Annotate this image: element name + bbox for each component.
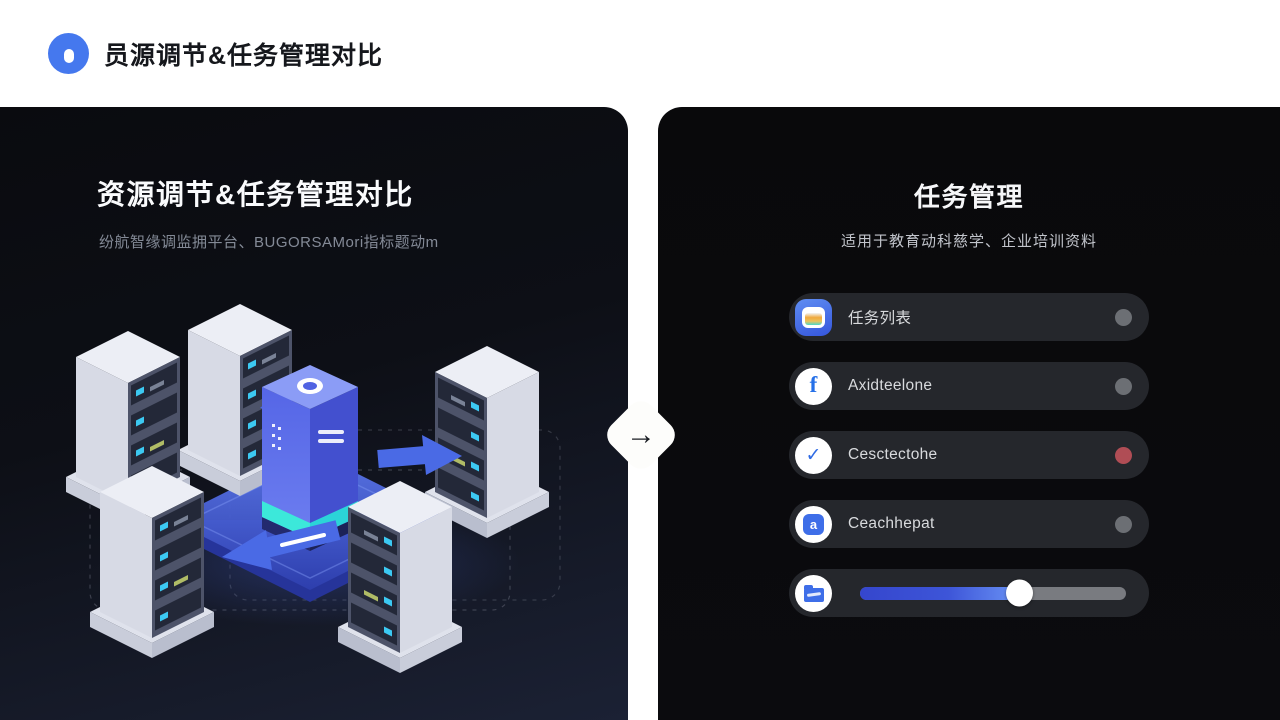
- blue-dot-badge-icon: [48, 33, 89, 74]
- folder-icon: [795, 574, 832, 612]
- facebook-icon: f: [795, 367, 832, 405]
- document-icon: a: [795, 505, 832, 543]
- status-dot-active[interactable]: [1115, 446, 1132, 464]
- list-item-task-list[interactable]: 任务列表: [789, 293, 1149, 341]
- right-panel: 任务管理 适用于教育动科慈学、企业培训资料 任务列表 f Axidteelone…: [658, 107, 1280, 720]
- slider-track[interactable]: [860, 579, 1126, 607]
- list-item-label: Axidteelone: [848, 377, 933, 394]
- right-panel-title: 任务管理: [913, 182, 1024, 212]
- list-item-label: 任务列表: [848, 310, 912, 327]
- status-dot[interactable]: [1115, 515, 1132, 533]
- list-item-axidteelone[interactable]: f Axidteelone: [789, 362, 1149, 410]
- list-item-ceachhepat[interactable]: a Ceachhepat: [789, 500, 1149, 548]
- page-title: 员源调节&任务管理对比: [104, 41, 384, 70]
- check-circle-icon: ✓: [795, 436, 832, 474]
- right-panel-subtitle: 适用于教育动科慈学、企业培训资料: [840, 233, 1097, 250]
- task-app-icon: [795, 298, 832, 336]
- status-dot[interactable]: [1115, 377, 1132, 395]
- feature-list: 任务列表 f Axidteelone ✓ Cesctectohe a: [789, 293, 1149, 617]
- slider-fill: [860, 579, 1033, 607]
- right-arrow-icon: →: [626, 418, 656, 451]
- list-item-slider[interactable]: [789, 569, 1149, 617]
- server-cluster-illustration: [66, 304, 561, 673]
- slide-header: 员源调节&任务管理对比: [0, 0, 1280, 107]
- list-item-label: Cesctectohe: [848, 446, 938, 463]
- left-panel-title: 资源调节&任务管理对比: [97, 179, 414, 210]
- list-item-cesctectohe[interactable]: ✓ Cesctectohe: [789, 431, 1149, 479]
- slider-thumb[interactable]: [1005, 579, 1033, 607]
- left-panel: 资源调节&任务管理对比 纷航智缘调监拥平台、BUGORSAMori指标题动m: [0, 107, 628, 720]
- left-panel-subtitle: 纷航智缘调监拥平台、BUGORSAMori指标题动m: [99, 234, 439, 251]
- comparison-panels: 资源调节&任务管理对比 纷航智缘调监拥平台、BUGORSAMori指标题动m: [0, 107, 1280, 720]
- status-dot[interactable]: [1115, 308, 1132, 326]
- list-item-label: Ceachhepat: [848, 515, 935, 532]
